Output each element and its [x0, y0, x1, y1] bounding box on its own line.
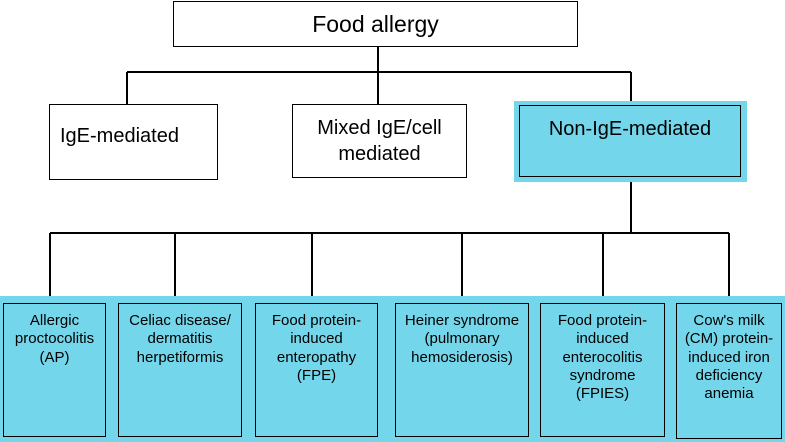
subtype-box-1: Allergic proctocolitis (AP): [3, 303, 106, 437]
subtype-label-1: Allergic proctocolitis (AP): [14, 312, 95, 366]
subtype-box-5: Food protein-induced enterocolitis syndr…: [540, 303, 665, 437]
subtype-label-4: Heiner syndrome (pulmonary hemosiderosis…: [404, 312, 520, 366]
category-non-ige-box: Non-IgE-mediated: [519, 105, 741, 177]
root-node-label: Food allergy: [312, 10, 439, 37]
subtype-label-5: Food protein-induced enterocolitis syndr…: [557, 312, 648, 403]
category-mixed-label: Mixed IgE/cell mediated: [317, 117, 442, 165]
category-ige-label: IgE-mediated: [60, 125, 179, 147]
subtype-box-6: Cow's milk (CM) protein-induced iron def…: [676, 303, 782, 439]
subtype-box-3: Food protein-induced enteropathy (FPE): [255, 303, 378, 437]
subtype-box-4: Heiner syndrome (pulmonary hemosiderosis…: [395, 303, 529, 437]
category-mixed-box: Mixed IgE/cell mediated: [292, 104, 467, 178]
root-node-box: Food allergy: [173, 1, 578, 47]
category-non-ige-label: Non-IgE-mediated: [548, 118, 712, 140]
subtype-label-2: Celiac disease/ dermatitis herpetiformis: [129, 312, 231, 366]
category-ige-box: IgE-mediated: [49, 104, 218, 180]
subtype-label-6: Cow's milk (CM) protein-induced iron def…: [684, 312, 774, 403]
subtype-box-2: Celiac disease/ dermatitis herpetiformis: [118, 303, 242, 437]
subtype-label-3: Food protein-induced enteropathy (FPE): [271, 312, 362, 384]
